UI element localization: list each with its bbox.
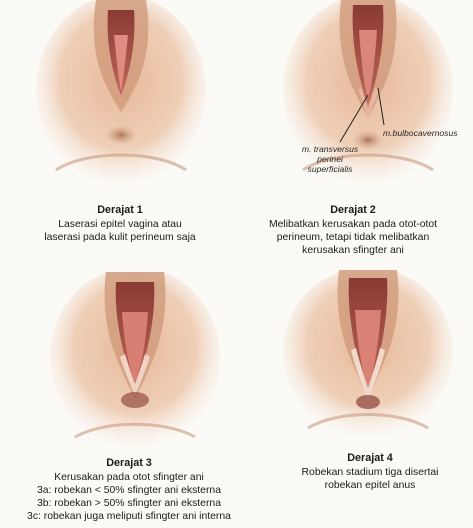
- degree-3-title: Derajat 3: [0, 456, 258, 471]
- degree-1-line-1: Laserasi epitel vagina atau: [20, 218, 220, 231]
- degree-3-line-1: Kerusakan pada otot sfingter ani: [0, 471, 258, 484]
- caption-degree-2: Derajat 2 Melibatkan kerusakan pada otot…: [238, 203, 468, 257]
- degree-4-title: Derajat 4: [270, 451, 470, 466]
- degree-1-line-2: laserasi pada kulit perineum saja: [20, 231, 220, 244]
- label-bulbocavernosus: m.bulbocavernosus: [383, 128, 473, 138]
- label-transversus-line-2: perinei: [285, 154, 375, 164]
- label-transversus-line-1: m. transversus: [285, 144, 375, 154]
- caption-degree-3: Derajat 3 Kerusakan pada otot sfingter a…: [0, 456, 258, 523]
- degree-2-title: Derajat 2: [238, 203, 468, 218]
- label-transversus-line-3: superficialis: [285, 164, 375, 174]
- caption-degree-1: Derajat 1 Laserasi epitel vagina atau la…: [20, 203, 220, 244]
- caption-degree-4: Derajat 4 Robekan stadium tiga disertai …: [270, 451, 470, 492]
- degree-1-title: Derajat 1: [20, 203, 220, 218]
- degree-2-line-3: kerusakan sfingter ani: [238, 244, 468, 257]
- degree-3-line-2: 3a: robekan < 50% sfingter ani eksterna: [0, 484, 258, 497]
- degree-3-line-4: 3c: robekan juga meliputi sfingter ani i…: [0, 510, 258, 523]
- perineum-illustration-degree-3: [50, 272, 220, 447]
- degree-3-line-3: 3b: robekan > 50% sfingter ani eksterna: [0, 497, 258, 510]
- degree-4-line-2: robekan epitel anus: [270, 479, 470, 492]
- label-transversus-perinei: m. transversus perinei superficialis: [285, 144, 375, 174]
- label-leader-lines: [300, 80, 420, 150]
- perineum-illustration-degree-4: [283, 270, 453, 435]
- degree-4-line-1: Robekan stadium tiga disertai: [270, 466, 470, 479]
- degree-2-line-2: perineum, tetapi tidak melibatkan: [238, 231, 468, 244]
- perineum-illustration-degree-1: [36, 0, 206, 180]
- degree-2-line-1: Melibatkan kerusakan pada otot-otot: [238, 218, 468, 231]
